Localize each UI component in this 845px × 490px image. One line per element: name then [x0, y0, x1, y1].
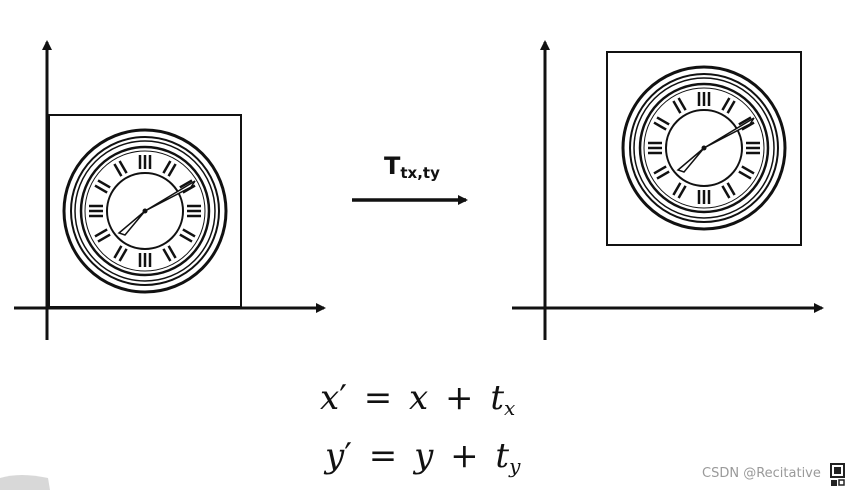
left-panel: [14, 42, 324, 340]
eq-equals: =: [369, 436, 398, 476]
eq-plus: +: [450, 436, 479, 476]
qr-icon: [830, 462, 845, 488]
eq-equals: =: [364, 378, 393, 418]
clock-icon: [64, 130, 226, 292]
transform-symbol: T: [384, 152, 400, 180]
right-panel: [512, 42, 822, 340]
transform-label: Ttx,ty: [384, 152, 440, 182]
eq-sub: y: [509, 454, 520, 478]
transform-subscript: tx,ty: [400, 164, 440, 182]
eq-t: t: [495, 436, 509, 476]
eq-lhs-var: x: [320, 378, 339, 418]
eq-rhs-var: x: [409, 378, 428, 418]
clock-icon: [623, 67, 785, 229]
equation-x: x′ = x + tx: [320, 378, 515, 420]
eq-plus: +: [445, 378, 474, 418]
eq-prime: ′: [339, 378, 347, 418]
watermark: CSDN @Recitative: [702, 466, 821, 481]
eq-rhs-var: y: [414, 436, 433, 476]
eq-lhs-var: y: [325, 436, 344, 476]
equation-y: y′ = y + ty: [325, 436, 520, 478]
eq-prime: ′: [344, 436, 352, 476]
eq-t: t: [490, 378, 504, 418]
corner-artifact: [0, 472, 52, 490]
eq-sub: x: [504, 396, 515, 420]
